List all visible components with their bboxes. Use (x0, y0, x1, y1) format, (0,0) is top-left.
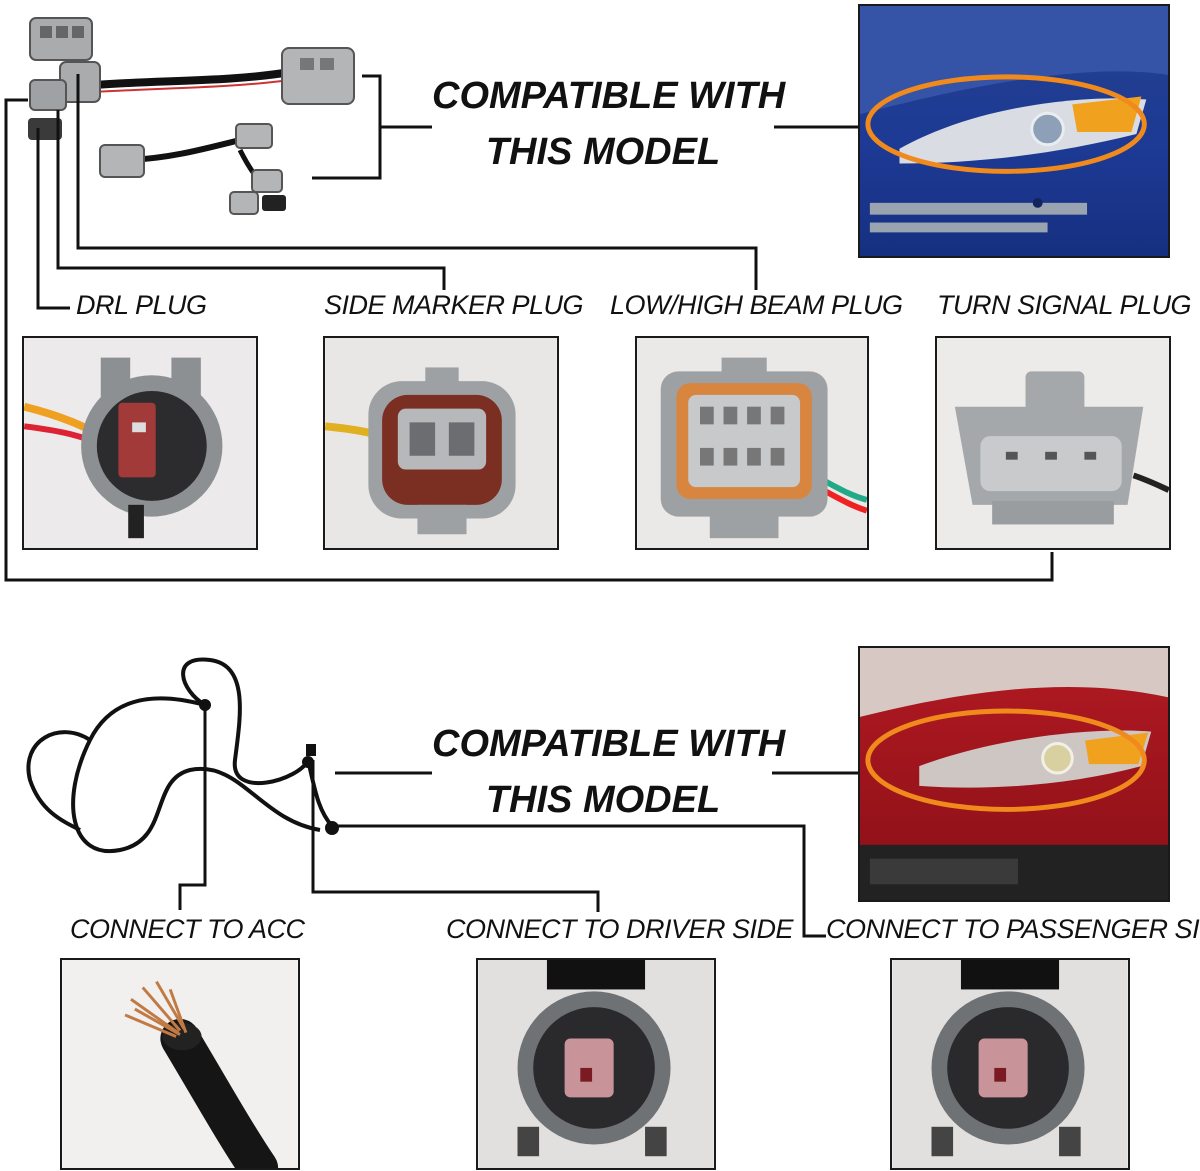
plug-label-turn-signal: TURN SIGNAL PLUG (937, 290, 1192, 320)
plug-label-low-high-beam: LOW/HIGH BEAM PLUG (610, 290, 903, 320)
driver-side-connector-photo (476, 958, 716, 1170)
connect-label-driver-side: CONNECT TO DRIVER SIDE (446, 914, 794, 944)
acc-wire-harness-image (26, 657, 339, 854)
drl-plug-photo (22, 336, 258, 550)
highlight-ellipse-icon (865, 708, 1147, 812)
compatible-line-2: THIS MODEL (485, 131, 721, 173)
bare-wire-icon (62, 960, 298, 1168)
low-high-beam-plug-photo (635, 336, 869, 550)
compatible-label-bottom: COMPATIBLE WITH THIS MODEL (432, 716, 786, 828)
connect-label-passenger-side: CONNECT TO PASSENGER SIDE (826, 914, 1200, 944)
connect-label-acc: CONNECT TO ACC (70, 914, 305, 944)
red-car-headlight-photo (858, 646, 1170, 902)
turn-signal-plug-photo (935, 336, 1171, 550)
acc-wire-photo (60, 958, 300, 1170)
two-pin-connector-icon (325, 338, 557, 548)
compatible-label-top: COMPATIBLE WITH THIS MODEL (432, 68, 786, 180)
compatible-line-1: COMPATIBLE WITH (432, 723, 786, 765)
harness-product-image (28, 17, 355, 215)
round-connector-icon (892, 960, 1128, 1168)
side-marker-plug-photo (323, 336, 559, 550)
blue-car-headlight-photo (858, 4, 1170, 258)
compatible-line-2: THIS MODEL (485, 779, 721, 821)
three-pin-connector-icon (937, 338, 1169, 548)
round-connector-icon (24, 338, 256, 548)
plug-label-side-marker: SIDE MARKER PLUG (324, 290, 584, 320)
round-connector-icon (478, 960, 714, 1168)
plug-label-drl: DRL PLUG (76, 290, 207, 320)
multi-pin-connector-icon (637, 338, 867, 548)
highlight-ellipse-icon (865, 74, 1147, 174)
passenger-side-connector-photo (890, 958, 1130, 1170)
compatible-line-1: COMPATIBLE WITH (432, 75, 786, 117)
